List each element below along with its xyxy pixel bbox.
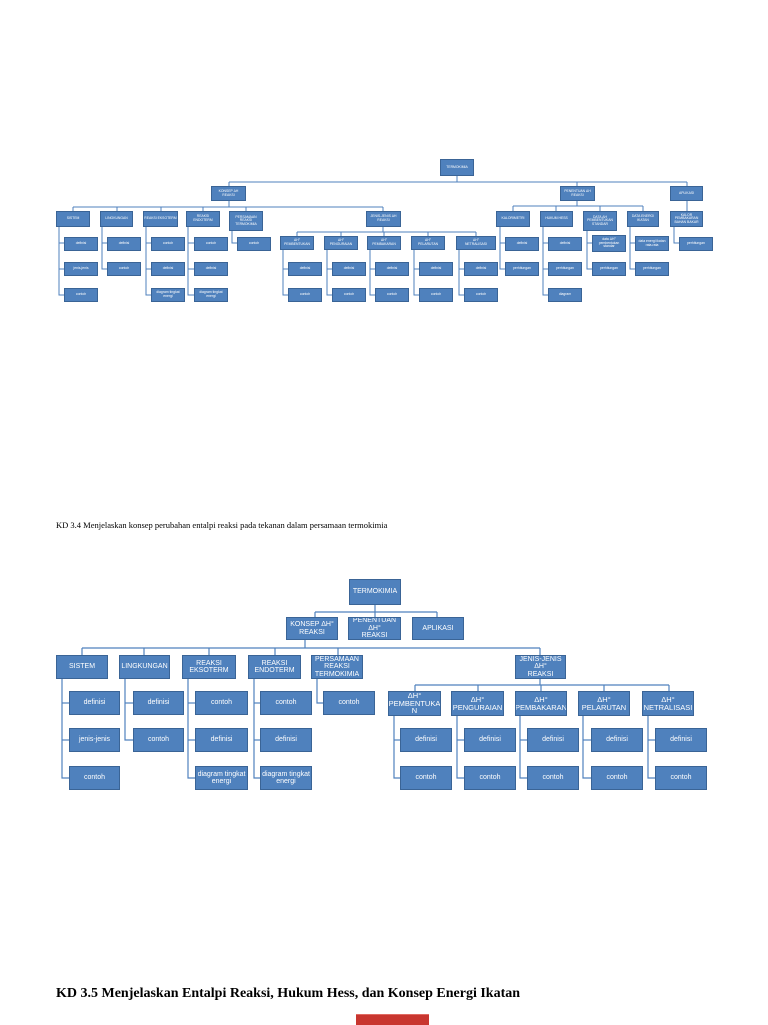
d1-pelarutan-definisi: definisi <box>419 262 453 276</box>
d2-pembakaran-definisi: definisi <box>527 728 579 752</box>
d1-persamaan-contoh: contoh <box>237 237 271 251</box>
d1-endoterm-definisi: definisi <box>194 262 228 276</box>
d2-penguraian-node: ΔH° PENGURAIAN <box>451 691 504 716</box>
d1-endoterm-node: REAKSI ENDOTERM <box>186 211 220 227</box>
d1-data-entalpi: data ΔH° pembentukan standar <box>592 235 626 252</box>
d2-aplikasi-node: APLIKASI <box>412 617 464 640</box>
d1-data-energi-node: DATA ENERGI IKATAN <box>627 211 659 227</box>
red-accent-bar <box>356 1014 429 1025</box>
d1-pembentukan-contoh: contoh <box>288 288 322 302</box>
d2-eksoterm-definisi: definisi <box>195 728 248 752</box>
d1-data-energi-perhitungan: perhitungan <box>635 262 669 276</box>
d1-pembentukan-node: ΔH° PEMBENTUKAN <box>280 236 314 250</box>
d1-hess-diagram: diagram <box>548 288 582 302</box>
d1-sistem-contoh: contoh <box>64 288 98 302</box>
d1-pembentukan-definisi: definisi <box>288 262 322 276</box>
d1-kalorimetri-node: KALORIMETRI <box>496 211 530 227</box>
d2-eksoterm-node: REAKSI EKSOTERM <box>182 655 236 679</box>
d1-kalorimetri-definisi: definisi <box>505 237 539 251</box>
d1-jenis-node: JENIS-JENIS ΔH REAKSI <box>366 211 401 227</box>
d2-endoterm-definisi: definisi <box>260 728 312 752</box>
d2-netralisasi-contoh: contoh <box>655 766 707 790</box>
d1-penguraian-node: ΔH° PENGURAIAN <box>324 236 358 250</box>
d1-aplikasi-node: APLIKASI <box>670 186 703 201</box>
d1-lingkungan-node: LINGKUNGAN <box>100 211 133 227</box>
d2-persamaan-contoh: contoh <box>323 691 375 715</box>
d1-pembakaran-node: ΔH° PEMBAKARAN <box>367 236 401 250</box>
d2-pelarutan-contoh: contoh <box>591 766 643 790</box>
d1-pelarutan-node: ΔH° PELARUTAN <box>411 236 445 250</box>
d1-persamaan-node: PERSAMAAN REAKSI TERMOKIMIA <box>229 211 263 231</box>
d1-netralisasi-definisi: definisi <box>464 262 498 276</box>
d1-pembakaran-definisi: definisi <box>375 262 409 276</box>
d1-eksoterm-contoh: contoh <box>151 237 185 251</box>
d2-sistem-node: SISTEM <box>56 655 108 679</box>
d1-lingkungan-definisi: definisi <box>107 237 141 251</box>
d2-konsep-node: KONSEP ΔH° REAKSI <box>286 617 338 640</box>
d2-persamaan-node: PERSAMAAN REAKSI TERMOKIMIA <box>311 655 363 679</box>
d1-penguraian-contoh: contoh <box>332 288 366 302</box>
d1-data-energi-rata: data energi ikatan rata-rata <box>635 236 669 251</box>
d1-sistem-definisi: definisi <box>64 237 98 251</box>
d2-lingkungan-node: LINGKUNGAN <box>119 655 170 679</box>
d2-sistem-jenis: jenis-jenis <box>69 728 120 752</box>
d2-termokimia-node: TERMOKIMIA <box>349 579 401 605</box>
kd-3-4-caption: KD 3.4 Menjelaskan konsep perubahan enta… <box>56 520 388 530</box>
d1-pelarutan-contoh: contoh <box>419 288 453 302</box>
d2-lingkungan-contoh: contoh <box>133 728 184 752</box>
d1-eksoterm-definisi: definisi <box>151 262 185 276</box>
d1-pembakaran-contoh: contoh <box>375 288 409 302</box>
d1-kalorimetri-perhitungan: perhitungan <box>505 262 539 276</box>
d1-data-pembentukan-perhitungan: perhitungan <box>592 262 626 276</box>
d2-netralisasi-node: ΔH° NETRALISASI <box>642 691 694 716</box>
d1-eksoterm-diagram: diagram tingkat energi <box>151 288 185 302</box>
d1-sistem-jenis: jenis-jenis <box>64 262 98 276</box>
d2-pembakaran-contoh: contoh <box>527 766 579 790</box>
d1-netralisasi-contoh: contoh <box>464 288 498 302</box>
d2-penguraian-contoh: contoh <box>464 766 516 790</box>
d2-pembentukan-definisi: definisi <box>400 728 452 752</box>
d1-termokimia-node: TERMOKIMIA <box>440 159 474 176</box>
d1-endoterm-contoh: contoh <box>194 237 228 251</box>
d2-sistem-definisi: definisi <box>69 691 120 715</box>
d2-eksoterm-diagram: diagram tingkat energi <box>195 766 248 790</box>
d1-kalor-node: KALOR PEMBAKARAN BAHAN BAKAR <box>670 211 703 227</box>
d1-hess-node: HUKUM HESS <box>540 211 573 227</box>
d2-netralisasi-definisi: definisi <box>655 728 707 752</box>
d2-endoterm-diagram: diagram tingkat energi <box>260 766 312 790</box>
d2-pelarutan-definisi: definisi <box>591 728 643 752</box>
d1-penentuan-node: PENENTUAN ΔH REAKSI <box>560 186 595 201</box>
d2-endoterm-contoh: contoh <box>260 691 312 715</box>
d1-eksoterm-node: REAKSI EKSOTERM <box>143 211 178 227</box>
d1-penguraian-definisi: definisi <box>332 262 366 276</box>
d2-endoterm-node: REAKSI ENDOTERM <box>248 655 301 679</box>
d2-lingkungan-definisi: definisi <box>133 691 184 715</box>
d1-lingkungan-contoh: contoh <box>107 262 141 276</box>
d1-konsep-node: KONSEP ΔH REAKSI <box>211 186 246 201</box>
d2-pembakaran-node: ΔH° PEMBAKARAN <box>515 691 567 716</box>
d2-eksoterm-contoh: contoh <box>195 691 248 715</box>
d1-sistem-node: SISTEM <box>56 211 90 227</box>
d2-jenis-node: JENIS-JENIS ΔH° REAKSI <box>515 655 566 679</box>
d1-endoterm-diagram: diagram tingkat energi <box>194 288 228 302</box>
kd-3-5-heading: KD 3.5 Menjelaskan Entalpi Reaksi, Hukum… <box>56 986 521 1001</box>
d1-kalor-perhitungan: perhitungan <box>679 237 713 251</box>
d2-pembentukan-node: ΔH° PEMBENTUKA N <box>388 691 441 716</box>
d1-data-pembentukan-node: DATA ΔH PEMBENTUKAN STANDAR <box>583 211 617 231</box>
d2-penguraian-definisi: definisi <box>464 728 516 752</box>
d2-penentuan-node: PENENTUAN ΔH° REAKSI <box>348 617 401 640</box>
d2-pembentukan-contoh: contoh <box>400 766 452 790</box>
d1-netralisasi-node: ΔH° NETRALISASI <box>456 236 496 250</box>
d1-hess-perhitungan: perhitungan <box>548 262 582 276</box>
d1-hess-definisi: definisi <box>548 237 582 251</box>
d2-sistem-contoh: contoh <box>69 766 120 790</box>
d2-pelarutan-node: ΔH° PELARUTAN <box>578 691 630 716</box>
